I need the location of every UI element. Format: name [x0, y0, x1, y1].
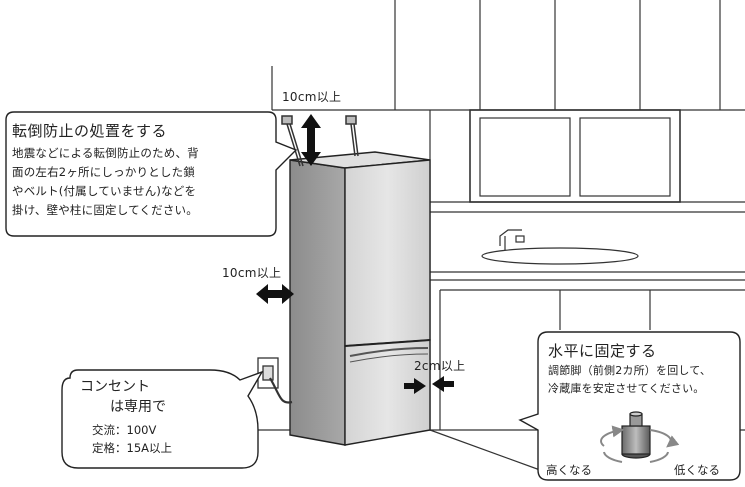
rotation-arrows-icon: [600, 425, 680, 463]
back-clearance-label: 2cm以上: [414, 359, 466, 373]
tipping-line: 掛け、壁や柱に固定してください。: [12, 203, 198, 217]
tipping-line: やベルト(付属していません)などを: [12, 184, 197, 198]
outlet-title-line1: コンセント: [80, 379, 150, 395]
wall-structure: [250, 0, 745, 471]
refrigerator: [289, 151, 431, 446]
level-callout-body: 調節脚（前側2カ所）を回して、 冷蔵庫を安定させてください。: [548, 362, 711, 398]
outlet-spec-voltage: 交流：100V: [92, 423, 157, 437]
lower-label: 低くなる: [674, 463, 720, 477]
level-callout-title: 水平に固定する: [548, 342, 657, 360]
side-clearance-label: 10cm以上: [222, 266, 282, 280]
top-clearance-label: 10cm以上: [282, 90, 342, 104]
top-clearance-arrow: [301, 114, 321, 166]
raise-label: 高くなる: [546, 463, 592, 477]
tipping-callout-bubble: [5, 111, 298, 237]
side-clearance-arrow: [256, 284, 294, 304]
outlet-spec-rating: 定格：15A以上: [92, 441, 172, 455]
tipping-line: 地震などによる転倒防止のため、背: [12, 146, 199, 160]
adjustable-foot-icon: [621, 411, 651, 459]
outlet-title-line2: は専用で: [110, 399, 166, 415]
anti-tip-straps: [281, 115, 359, 167]
tipping-callout-body: 地震などによる転倒防止のため、背 面の左右2ヶ所にしっかりとした鎖 やベルト(付…: [12, 144, 199, 220]
level-callout-bubble: [518, 331, 741, 481]
tipping-line: 面の左右2ヶ所にしっかりとした鎖: [12, 165, 196, 179]
power-outlet: [257, 357, 293, 404]
level-line: 調節脚（前側2カ所）を回して、: [548, 364, 712, 377]
back-clearance-arrows: [404, 376, 454, 394]
level-line: 冷蔵庫を安定させてください。: [548, 382, 705, 395]
tipping-callout-title: 転倒防止の処置をする: [12, 122, 168, 140]
outlet-callout-bubble: [61, 369, 264, 469]
